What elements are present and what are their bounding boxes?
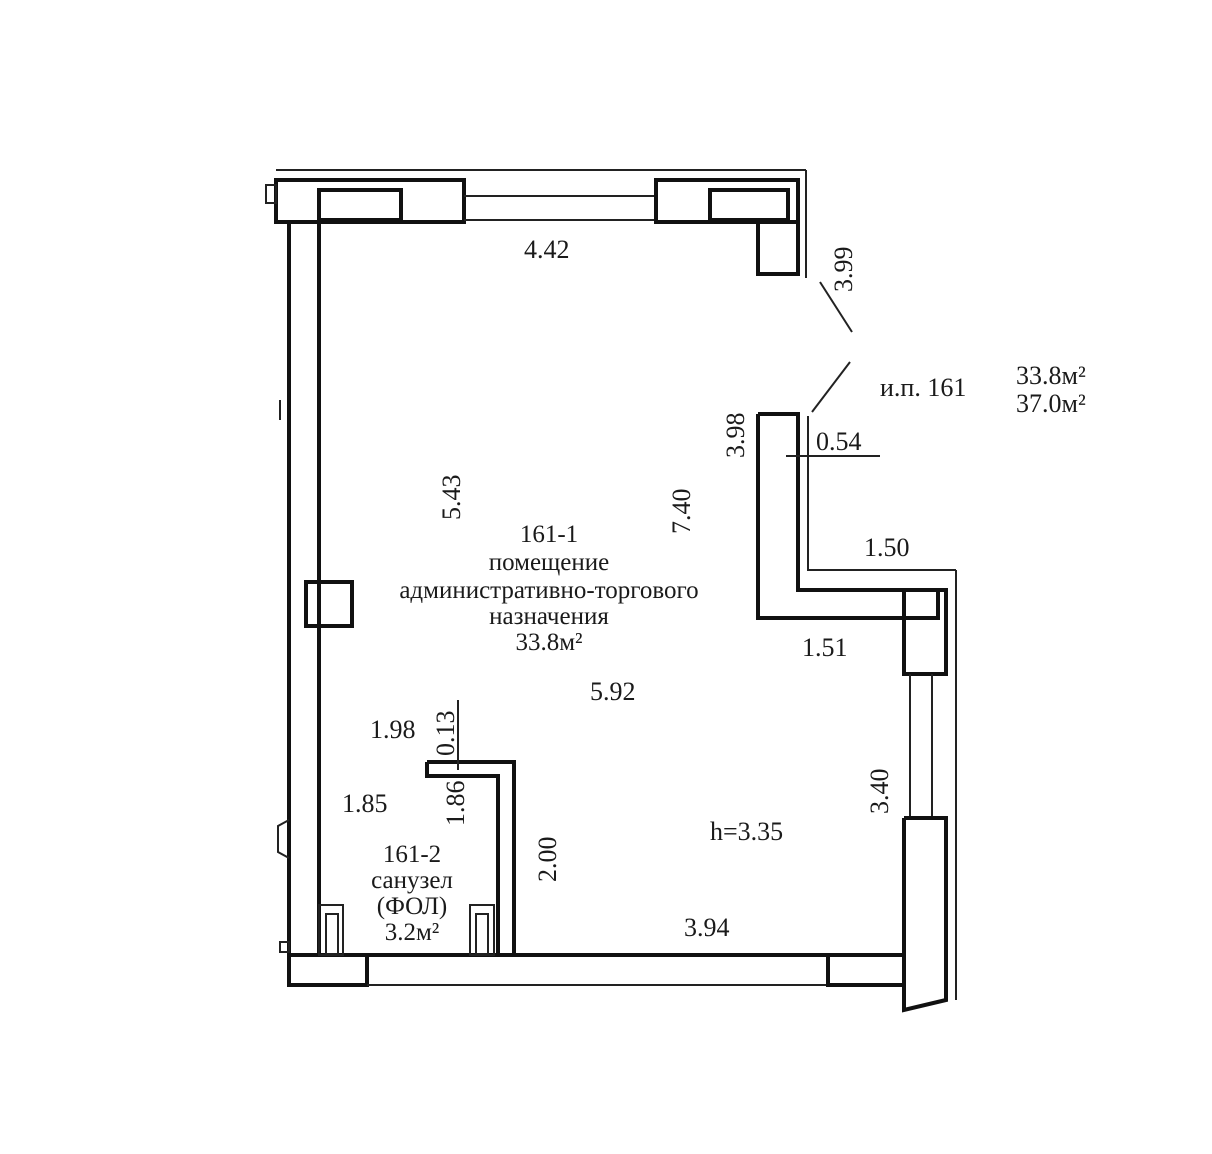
bathroom-partition (318, 700, 516, 956)
room-label-line: назначения (489, 603, 609, 630)
room-label-line: (ФОЛ) (377, 893, 447, 920)
room-161-1-label: 161-1 помещение административно-торговог… (399, 521, 698, 656)
unit-area-total: 37.0м² (1016, 389, 1086, 418)
dim-3-98: 3.98 (721, 413, 750, 459)
room-label-line: 161-2 (383, 841, 441, 868)
dim-1-51: 1.51 (802, 633, 848, 662)
dim-2-00: 2.00 (533, 837, 562, 883)
entrance-door (811, 281, 853, 413)
dim-0-13: 0.13 (431, 711, 460, 757)
top-wall (265, 169, 807, 278)
room-label-line: административно-торгового (399, 577, 698, 604)
right-outer-wall (902, 570, 957, 1013)
dim-3-94: 3.94 (684, 913, 730, 942)
room-label-line: 33.8м² (515, 629, 582, 656)
dim-5-43: 5.43 (437, 475, 466, 521)
dim-3-99: 3.99 (829, 247, 858, 293)
room-label-line: помещение (489, 549, 610, 576)
dim-7-40: 7.40 (667, 489, 696, 535)
dim-1-86: 1.86 (441, 781, 470, 827)
dim-4-42: 4.42 (524, 235, 570, 264)
unit-area-main: 33.8м² (1016, 361, 1086, 390)
room-label-line: 3.2м² (385, 919, 440, 946)
dim-5-92: 5.92 (590, 677, 636, 706)
room-label-line: 161-1 (520, 521, 578, 548)
room-161-2-label: 161-2 санузел (ФОЛ) 3.2м² (371, 841, 453, 946)
dim-1-98: 1.98 (370, 715, 416, 744)
dim-1-85: 1.85 (342, 789, 388, 818)
dim-0-54: 0.54 (816, 427, 862, 456)
bottom-wall (287, 953, 906, 987)
left-wall (277, 222, 354, 955)
room-label-line: санузел (371, 867, 453, 894)
dim-3-40: 3.40 (865, 769, 894, 815)
dim-1-50: 1.50 (864, 533, 910, 562)
unit-code: и.п. 161 (880, 373, 966, 402)
ceiling-height: h=3.35 (710, 817, 783, 846)
